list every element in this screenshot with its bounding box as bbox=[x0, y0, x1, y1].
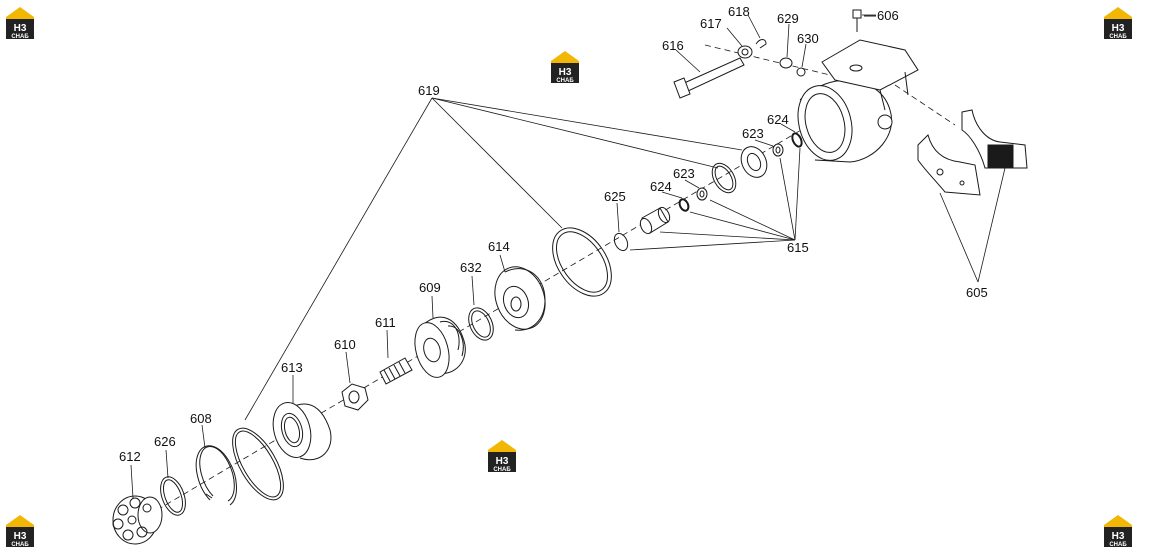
label-624-lower: 624 bbox=[650, 179, 672, 194]
watermark-logo-top-left bbox=[5, 6, 35, 41]
part-616-bolt bbox=[673, 57, 745, 99]
part-615-sleeve bbox=[639, 206, 671, 235]
label-625: 625 bbox=[604, 189, 626, 204]
label-623-lower: 623 bbox=[673, 166, 695, 181]
part-605-bracket-upper bbox=[961, 109, 1028, 169]
label-632: 632 bbox=[460, 260, 482, 275]
label-626: 626 bbox=[154, 434, 176, 449]
label-619: 619 bbox=[418, 83, 440, 98]
part-619-ring-small bbox=[232, 427, 284, 501]
part-614-cup bbox=[494, 266, 546, 331]
label-623-upper: 623 bbox=[742, 126, 764, 141]
part-610-nut bbox=[341, 383, 369, 411]
label-611: 611 bbox=[375, 315, 396, 330]
part-629-nut bbox=[779, 57, 793, 69]
label-610: 610 bbox=[334, 337, 356, 352]
part-624-ring-lower bbox=[678, 198, 690, 212]
part-626-ring bbox=[160, 476, 186, 516]
part-624-ring-upper bbox=[791, 132, 803, 148]
bracket-axis-line bbox=[894, 84, 956, 126]
part-labels: 605 606 608 609 610 611 612 613 614 615 … bbox=[119, 4, 988, 464]
part-608-snap-ring bbox=[195, 445, 237, 506]
label-613: 613 bbox=[281, 360, 303, 375]
label-612: 612 bbox=[119, 449, 141, 464]
watermark-logo-top-right bbox=[1103, 6, 1133, 41]
label-615: 615 bbox=[787, 240, 809, 255]
label-608: 608 bbox=[190, 411, 212, 426]
part-619-seal bbox=[740, 146, 768, 178]
mount-axis-line bbox=[704, 44, 831, 76]
part-605-bracket-lower bbox=[917, 134, 981, 196]
leader-lines bbox=[130, 14, 1006, 499]
part-617-castle-nut bbox=[737, 45, 753, 59]
part-611-stud bbox=[379, 357, 413, 385]
part-609-pulley bbox=[414, 316, 466, 378]
label-624-upper: 624 bbox=[767, 112, 789, 127]
label-614: 614 bbox=[488, 239, 510, 254]
watermark-logo-bottom-left bbox=[5, 514, 35, 549]
watermark-logo-top-center bbox=[550, 50, 580, 85]
part-630-washer bbox=[796, 67, 806, 77]
label-629: 629 bbox=[777, 11, 799, 26]
part-612-knob bbox=[112, 495, 163, 545]
part-606-grease-fitting bbox=[852, 9, 876, 32]
part-632-ring bbox=[468, 307, 494, 341]
part-625-o-ring bbox=[613, 232, 629, 252]
label-618: 618 bbox=[728, 4, 750, 19]
label-606: 606 bbox=[877, 8, 899, 23]
label-609: 609 bbox=[419, 280, 441, 295]
part-main-housing bbox=[797, 39, 919, 163]
watermark-logo-bottom-right bbox=[1103, 514, 1133, 549]
label-630: 630 bbox=[797, 31, 819, 46]
label-617: 617 bbox=[700, 16, 722, 31]
watermark-logo-middle bbox=[487, 439, 517, 474]
part-618-cotter-pin bbox=[755, 39, 767, 49]
part-623-bushing-upper bbox=[772, 143, 784, 157]
label-605: 605 bbox=[966, 285, 988, 300]
assembly-axis-line bbox=[139, 109, 836, 521]
part-619-ring-upper bbox=[711, 162, 737, 194]
label-616: 616 bbox=[662, 38, 684, 53]
part-619-large-ring bbox=[552, 227, 612, 297]
part-623-bushing-lower bbox=[696, 187, 708, 201]
part-613-housing bbox=[272, 402, 332, 461]
